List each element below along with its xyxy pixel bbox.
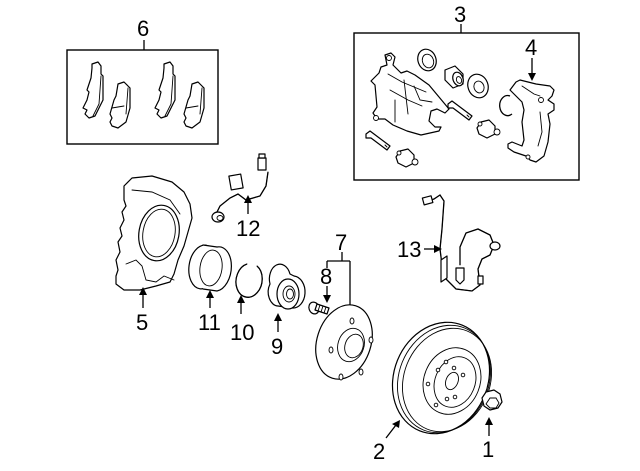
arrow-10 — [237, 295, 245, 303]
piston — [444, 65, 464, 89]
callout-3[interactable]: 3 — [454, 2, 466, 27]
callout-2[interactable]: 2 — [373, 439, 385, 464]
arrow-4 — [528, 73, 536, 81]
arrow-13 — [434, 245, 442, 253]
arrow-9 — [274, 313, 282, 321]
caliper-body — [370, 52, 450, 136]
brake-pad-3 — [154, 61, 176, 119]
arrow-12 — [244, 195, 252, 203]
callout-11[interactable]: 11 — [198, 310, 221, 335]
pin-boot-lower — [395, 148, 419, 168]
part-hub-nut[interactable]: 1 — [481, 389, 503, 462]
callout-6[interactable]: 6 — [137, 16, 149, 41]
arrow-1 — [485, 417, 493, 425]
callout-13[interactable]: 13 — [397, 237, 421, 262]
part-wheel-bearing[interactable]: 9 — [267, 263, 306, 359]
part-group-brake-pads[interactable]: 6 — [66, 16, 219, 145]
brake-pad-4 — [183, 81, 205, 129]
piston-seal — [417, 48, 437, 72]
pin-boot-upper — [476, 119, 501, 139]
arrow-5 — [139, 287, 147, 295]
guide-pin-upper — [447, 100, 473, 121]
callout-4[interactable]: 4 — [525, 35, 537, 60]
part-hub-bolt[interactable]: 8 — [307, 264, 332, 315]
caliper-bracket — [507, 79, 555, 163]
callout-10[interactable]: 10 — [230, 320, 254, 345]
callout-9[interactable]: 9 — [271, 334, 283, 359]
callout-7[interactable]: 7 — [335, 230, 347, 255]
part-brake-rotor[interactable]: 2 — [373, 308, 507, 464]
part-group-caliper-assembly[interactable]: 3 — [353, 2, 580, 181]
arrow-8 — [323, 295, 331, 303]
part-wheel-hub[interactable] — [307, 298, 382, 387]
leader-line-2 — [385, 424, 397, 439]
part-snap-ring[interactable]: 10 — [230, 263, 263, 345]
callout-5[interactable]: 5 — [136, 310, 148, 335]
guide-pin-lower — [365, 130, 391, 151]
arrow-2 — [392, 420, 400, 428]
brake-pad-1 — [82, 61, 104, 119]
part-bearing-seal[interactable]: 11 — [186, 243, 232, 335]
part-brake-hose[interactable]: 12 — [211, 153, 269, 241]
arrow-11 — [206, 290, 214, 298]
callout-1[interactable]: 1 — [482, 437, 494, 462]
callout-8[interactable]: 8 — [320, 264, 332, 289]
callout-12[interactable]: 12 — [236, 216, 260, 241]
retaining-ring — [499, 94, 513, 117]
part-abs-sensor[interactable]: 13 — [397, 194, 501, 292]
part-dust-shield[interactable]: 5 — [115, 175, 193, 335]
dust-boot — [467, 73, 489, 99]
brake-pad-2 — [109, 81, 131, 129]
